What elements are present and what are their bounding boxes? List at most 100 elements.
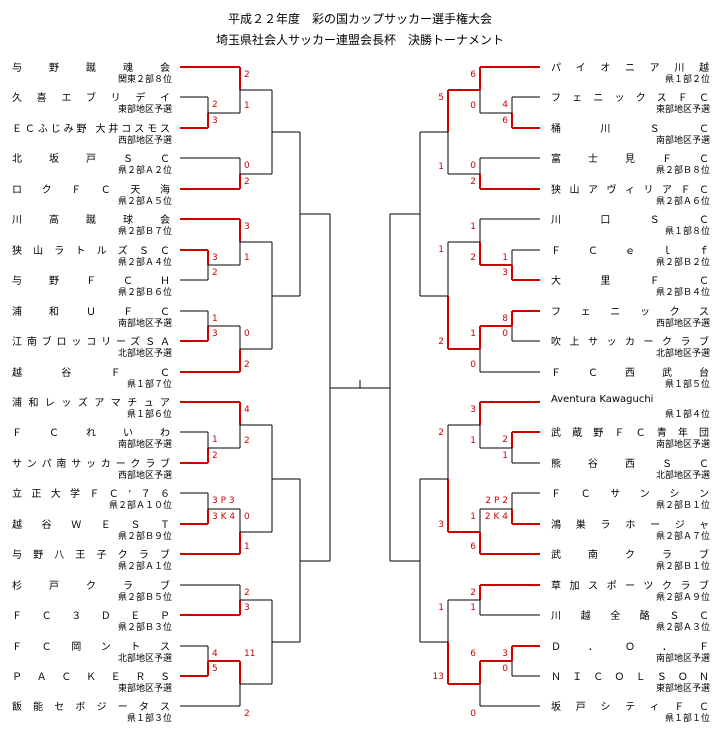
match-score: 3 P 3 — [212, 496, 235, 506]
team-name: 北坂戸ＳＣ — [12, 154, 170, 165]
match-score: 4 — [244, 405, 250, 415]
team-name: ＰＡＣＫＥＲＳ — [12, 672, 170, 683]
team-name: 武南クラブ — [551, 550, 709, 561]
team-name: 鴻巣ラホージャ — [551, 520, 709, 531]
match-score: 3 K 4 — [212, 512, 236, 522]
match-score: 6 — [470, 542, 476, 552]
team-name: ＥＣふじみ野 大井コスモス — [12, 124, 170, 135]
match-score: 3 — [502, 649, 508, 659]
team-qualification: 県１部３位 — [126, 714, 172, 724]
team-qualification: 県２部Ａ４位 — [117, 258, 172, 268]
team-qualification: 県１部１位 — [664, 714, 710, 724]
match-score: 3 — [212, 116, 218, 126]
team-name: 坂戸シティＦＣ — [551, 702, 709, 713]
team-name: 桶川ＳＣ — [551, 124, 709, 135]
team-name: 与野蹴魂会 — [12, 63, 170, 74]
team-name: ＦＣ３ＤＥＰ — [12, 611, 170, 622]
match-score: 5 — [438, 93, 444, 103]
match-score: 4 — [212, 649, 218, 659]
match-score: 6 — [470, 649, 476, 659]
match-score: 1 — [470, 329, 476, 339]
team-qualification: 県２部Ａ２位 — [117, 166, 172, 176]
team-name: 浦和ＵＦＣ — [12, 307, 170, 318]
team-name: ＦＣ岡ントス — [12, 642, 170, 653]
team-qualification: 県２部Ａ１位 — [117, 562, 172, 572]
match-score: 2 — [470, 588, 476, 598]
team-name: ＮＩＣＯＬＳＯＮ — [551, 672, 709, 683]
team-qualification: 北部地区予選 — [117, 654, 172, 664]
match-score: 2 K 4 — [484, 512, 508, 522]
match-score: 1 — [438, 245, 444, 255]
team-qualification: 東部地区予選 — [117, 684, 172, 694]
match-score: 0 — [470, 709, 476, 719]
team-name: 立正大学ＦＣ’７６ — [12, 489, 170, 500]
match-score: 3 — [438, 520, 444, 530]
team-name: 飯能セボジータス — [12, 702, 170, 713]
match-score: 0 — [502, 664, 508, 674]
tournament-title: 平成２２年度 彩の国カップサッカー選手権大会 — [227, 12, 492, 26]
match-score: 2 — [244, 709, 250, 719]
team-qualification: 県２部Ｂ７位 — [117, 227, 172, 237]
team-qualification: 関東２部８位 — [117, 75, 172, 85]
team-qualification: 県２部Ｂ１位 — [655, 562, 710, 572]
team-name: 川高蹴球会 — [12, 215, 170, 226]
team-qualification: 県２部Ａ９位 — [655, 593, 710, 603]
team-name: 杉戸クラブ — [12, 581, 170, 592]
team-qualification: 東部地区予選 — [117, 105, 172, 115]
team-name: 武蔵野ＦＣ青年団 — [551, 428, 709, 439]
match-score: 2 — [212, 268, 218, 278]
team-qualification: 県２部Ｂ６位 — [117, 288, 172, 298]
match-score: 0 — [244, 329, 250, 339]
team-qualification: 北部地区予選 — [117, 349, 172, 359]
team-name: 狭山ラトルズＳＣ — [12, 246, 170, 257]
team-name: ロクＦＣ天海 — [12, 185, 170, 196]
team-qualification: 県２部Ｂ４位 — [655, 288, 710, 298]
match-score: 6 — [502, 116, 508, 126]
team-name: 狭山アヴィリアＦＣ — [551, 185, 709, 196]
team-name: サンパ南サッカークラブ — [12, 459, 170, 470]
match-score: 0 — [470, 360, 476, 370]
team-name: 草加スポーツクラブ — [551, 581, 709, 592]
team-name: ＦＣｅｌｆ — [551, 246, 709, 257]
team-name: 与野八王子クラブ — [12, 550, 170, 561]
match-score: 1 — [502, 451, 508, 461]
team-name: 川越全酪ＳＣ — [551, 611, 709, 622]
team-qualification: 県２部Ｂ５位 — [117, 593, 172, 603]
match-score: 3 — [470, 405, 476, 415]
team-qualification: 県２部Ｂ２位 — [655, 258, 710, 268]
team-name: 与野ＦＣＨ — [12, 276, 170, 287]
match-score: 3 — [212, 253, 218, 263]
team-name: フェニックス — [551, 307, 709, 318]
match-score: 1 — [470, 603, 476, 613]
tournament-subtitle: 埼玉県社会人サッカー連盟会長杯 決勝トーナメント — [215, 33, 504, 47]
team-qualification: 南部地区予選 — [655, 654, 710, 664]
match-score: 2 — [438, 337, 444, 347]
match-score: 2 — [212, 451, 218, 461]
match-score: 0 — [502, 329, 508, 339]
team-qualification: 南部地区予選 — [117, 319, 172, 329]
match-score: 4 — [502, 100, 508, 110]
team-qualification: 南部地区予選 — [655, 440, 710, 450]
team-name: 熊谷西ＳＣ — [551, 459, 709, 470]
team-name: 久喜エブリデイ — [12, 93, 170, 104]
team-qualification: 県１部４位 — [664, 410, 710, 420]
match-score: 13 — [432, 672, 444, 682]
match-score: 3 — [212, 329, 218, 339]
match-score: 0 — [470, 101, 476, 111]
match-score: 1 — [244, 253, 250, 263]
match-score: 1 — [502, 253, 508, 263]
match-score: 1 — [244, 542, 250, 552]
match-score: 2 — [470, 253, 476, 263]
match-score: 1 — [438, 162, 444, 172]
match-score: 1 — [470, 436, 476, 446]
match-score: 0 — [244, 512, 250, 522]
match-score: 0 — [244, 161, 250, 171]
team-name: ＦＣれいわ — [12, 428, 170, 439]
team-qualification: 県２部Ａ５位 — [117, 197, 172, 207]
team-qualification: 東部地区予選 — [655, 105, 710, 115]
team-qualification: 南部地区予選 — [655, 136, 710, 146]
match-score: 11 — [244, 649, 256, 659]
team-qualification: 西部地区予選 — [117, 471, 172, 481]
team-name: 富士見ＦＣ — [551, 154, 709, 165]
